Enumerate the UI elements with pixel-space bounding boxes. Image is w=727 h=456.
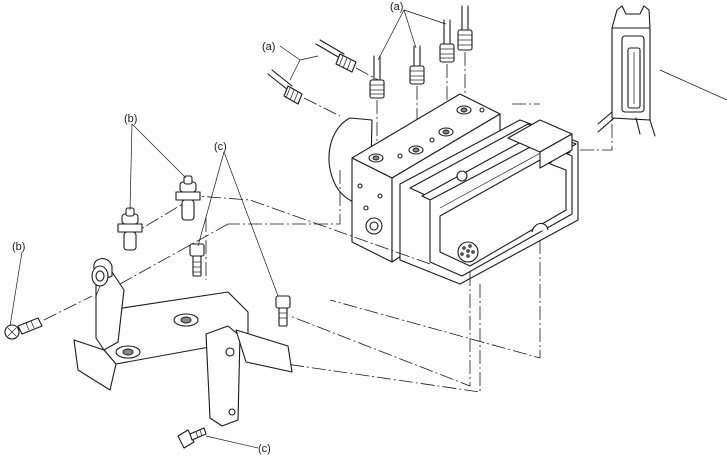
label-c-top: (c) (214, 141, 227, 153)
bushing-left (117, 207, 143, 251)
mounting-bracket (73, 258, 293, 427)
hydraulic-unit (328, 93, 579, 285)
flare-nut-v2 (409, 45, 425, 146)
brake-pipes (267, 5, 473, 150)
flare-nut-v1 (369, 55, 385, 150)
label-a-left: (a) (262, 41, 275, 53)
leader-lines (9, 9, 447, 449)
label-c-bottom: (c) (258, 443, 271, 455)
label-a-top: (a) (390, 1, 403, 13)
label-b-top: (b) (124, 113, 137, 125)
bolt-upper (189, 243, 205, 277)
ecu-vent-pattern (457, 241, 479, 263)
callout-labels: (a) (a) (b) (c) (b) (c) (12, 1, 403, 455)
bolt-right (275, 295, 291, 327)
connector-detail (512, 5, 727, 151)
bolt-left (4, 295, 93, 340)
bushing-right (175, 175, 201, 221)
flare-nut-left (283, 85, 303, 105)
label-b-left: (b) (12, 241, 25, 253)
bolt-bottom (177, 427, 207, 449)
flare-nut-second (335, 53, 357, 73)
flare-nut-v4 (457, 5, 473, 110)
reference-lines (119, 170, 541, 393)
